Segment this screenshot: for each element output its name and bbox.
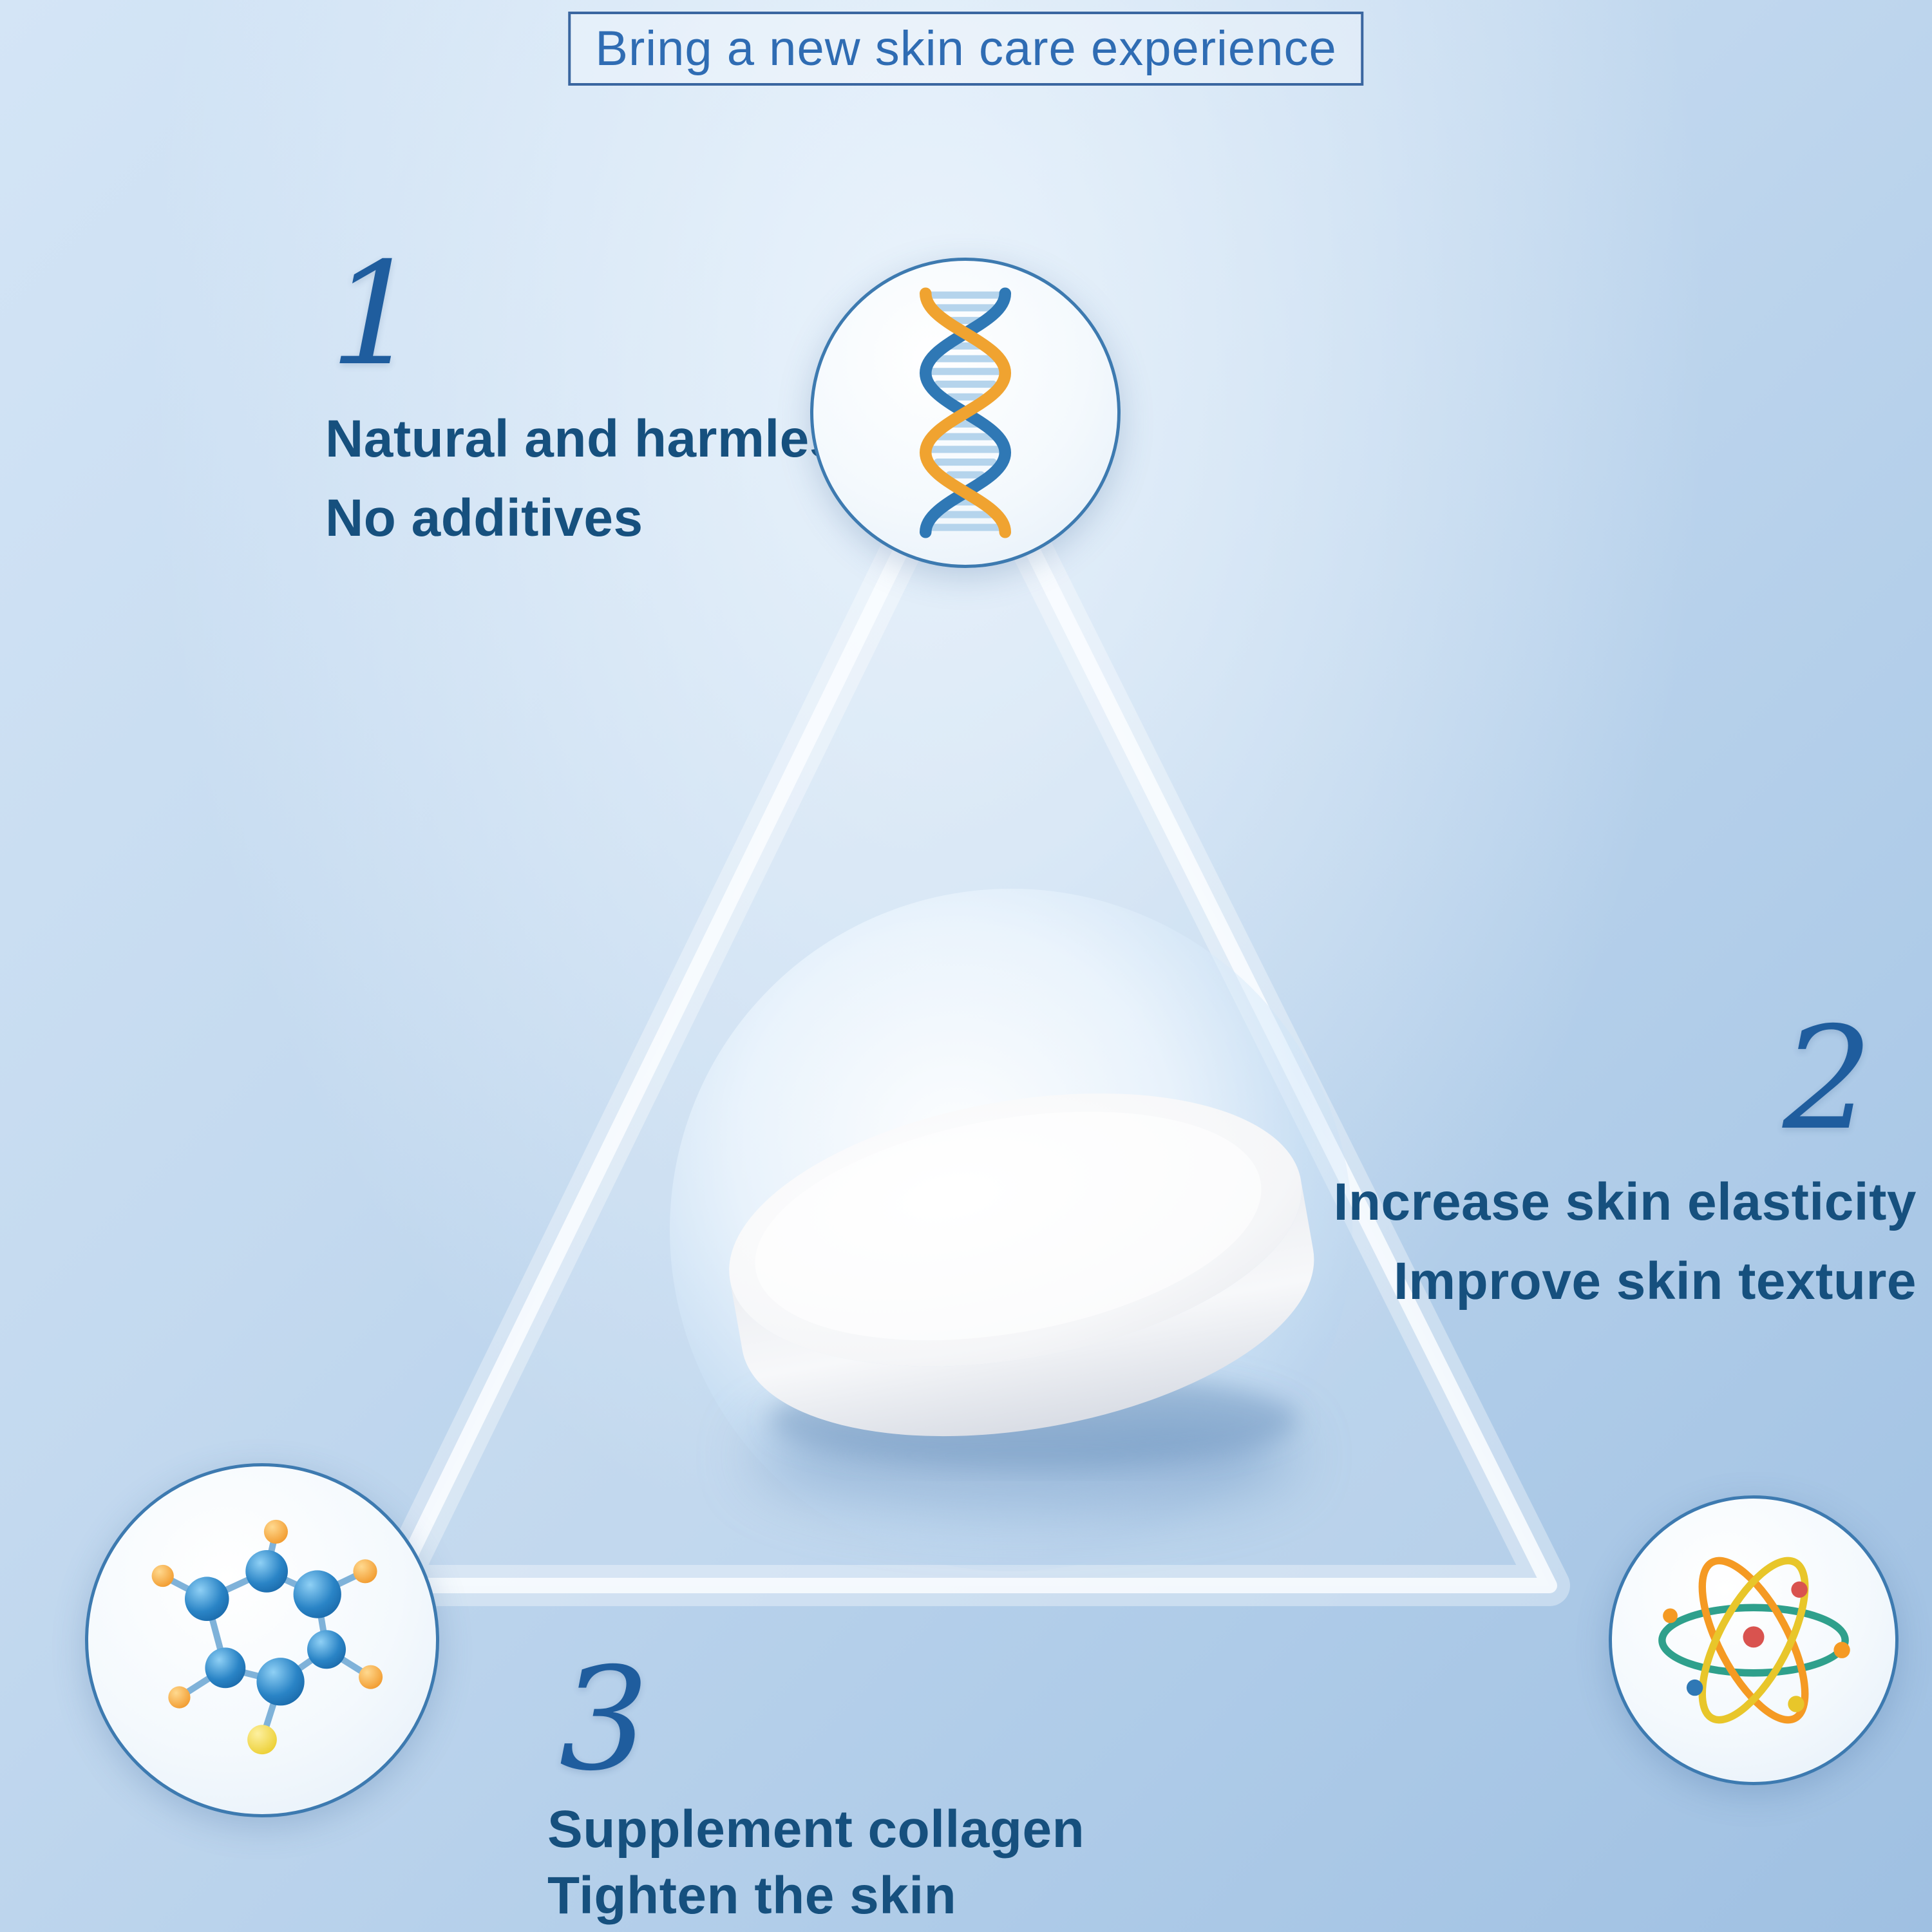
molecule-icon <box>151 1519 383 1755</box>
feature-3-line-2: Tighten the skin <box>547 1866 957 1925</box>
feature-1-text: Natural and harmless No additives <box>325 399 869 558</box>
feature-3-text: Supplement collagen Tighten the skin <box>547 1797 1084 1929</box>
feature-1-line-1: Natural and harmless <box>325 410 869 468</box>
product-tablet <box>729 1093 1314 1468</box>
molecule-circle <box>85 1463 439 1817</box>
feature-2-number: 2 <box>1783 996 1873 1161</box>
feature-2-line-1: Increase skin elasticity <box>1333 1173 1917 1231</box>
atom-circle <box>1609 1495 1899 1785</box>
page-title: Bring a new skin care experience <box>568 12 1364 86</box>
atom-icon <box>1658 1557 1850 1724</box>
feature-2-text: Increase skin elasticity Improve skin te… <box>1334 1162 1917 1321</box>
feature-1-number: 1 <box>330 232 420 397</box>
dna-circle <box>810 258 1121 568</box>
feature-1-line-2: No additives <box>325 489 643 547</box>
feature-2-line-2: Improve skin texture <box>1393 1252 1917 1311</box>
feature-3-line-1: Supplement collagen <box>547 1800 1085 1859</box>
dna-icon <box>919 287 1012 538</box>
feature-3-number: 3 <box>559 1637 649 1802</box>
